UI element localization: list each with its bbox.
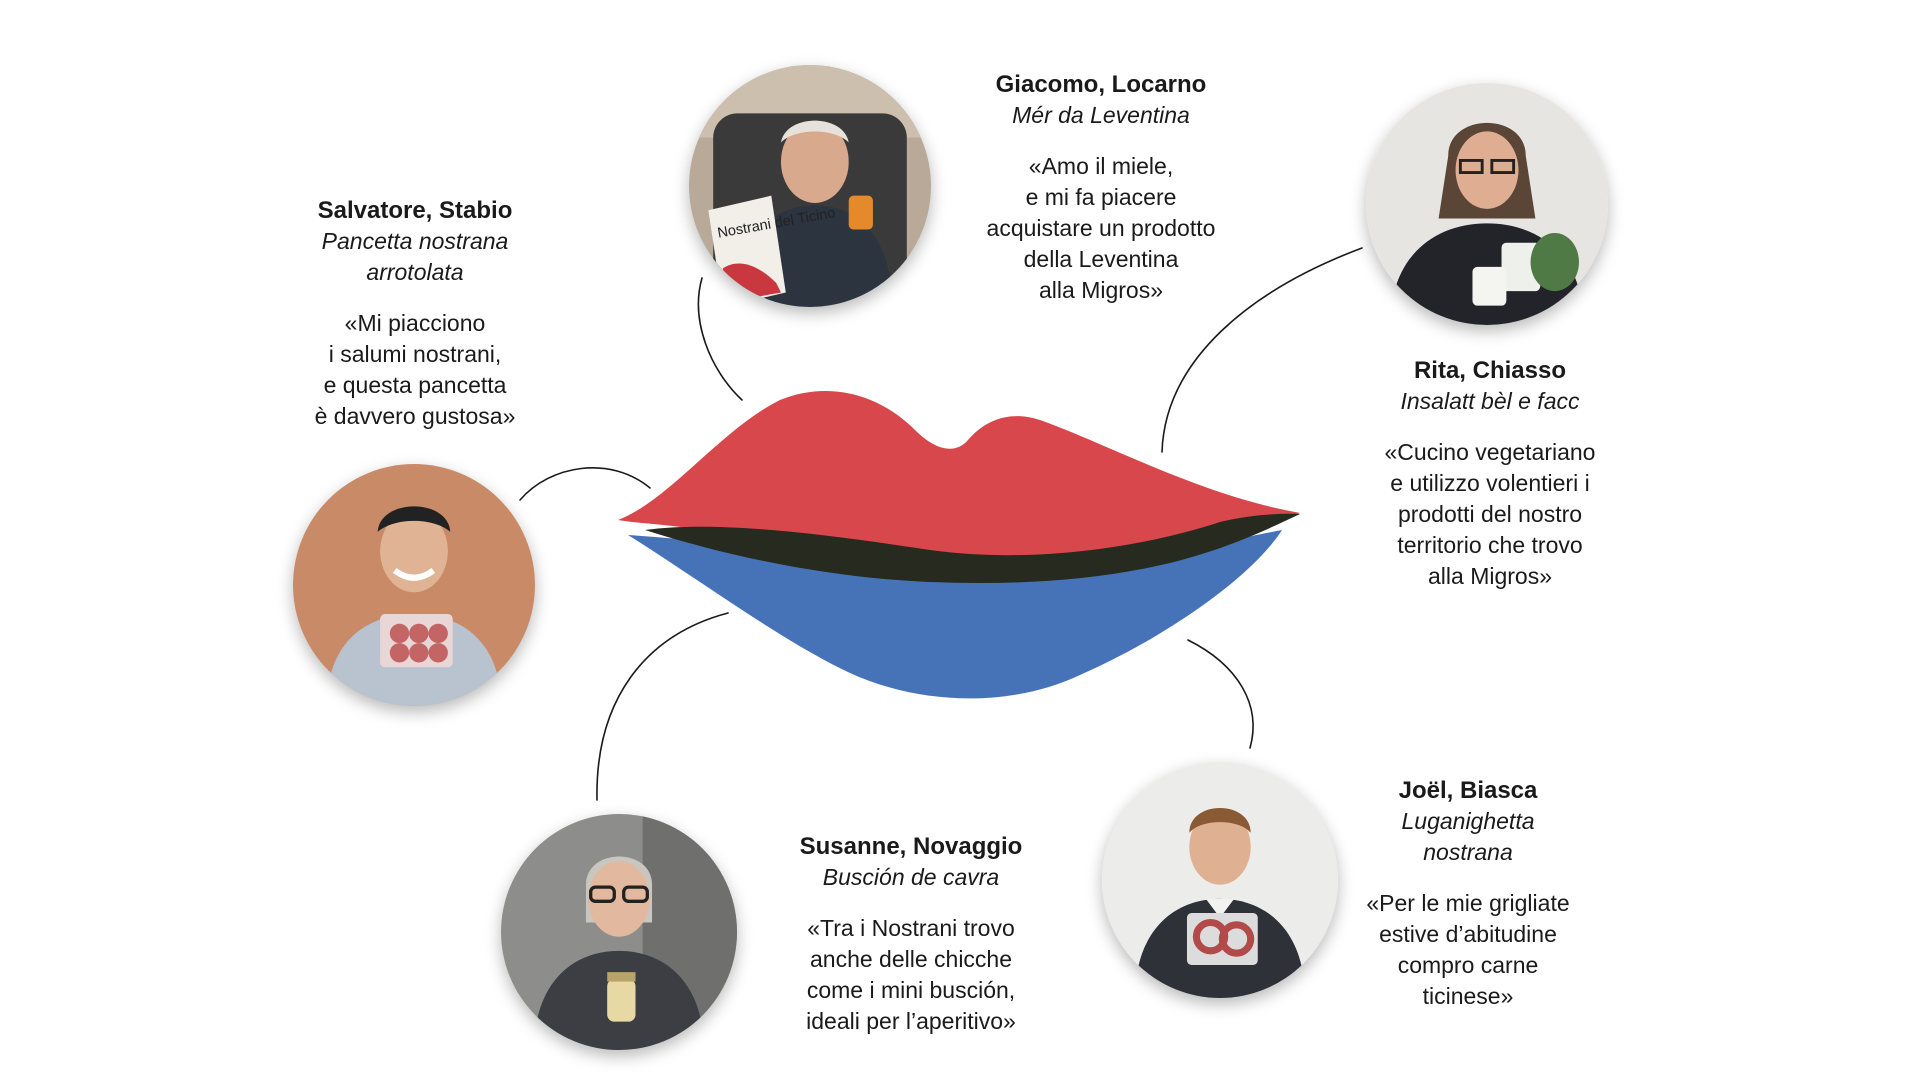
- lips-icon: [618, 391, 1300, 699]
- product-joel: Luganighetta nostrana: [1401, 808, 1535, 865]
- quote-joel: «Per le mie grigliate estive d’abitudine…: [1366, 890, 1570, 1009]
- product-rita: Insalatt bèl e facc: [1400, 388, 1580, 414]
- name-giacomo: Giacomo, Locarno: [995, 71, 1207, 98]
- photo-rita: [1366, 83, 1608, 325]
- photo-susanne: [501, 814, 737, 1050]
- name-salvatore: Salvatore, Stabio: [317, 197, 513, 224]
- upper-lip: [618, 391, 1300, 573]
- connector-joel: [1187, 639, 1254, 749]
- quote-salvatore: «Mi piacciono i salumi nostrani, e quest…: [314, 310, 516, 429]
- info-giacomo: Giacomo, Locarno Mér da Leventina «Amo i…: [936, 70, 1266, 306]
- name-rita: Rita, Chiasso: [1413, 357, 1567, 384]
- connector-susanne: [596, 612, 729, 801]
- photo-giacomo: Nostrani del Ticino: [689, 65, 931, 307]
- quote-susanne: «Tra i Nostrani trovo anche delle chicch…: [806, 915, 1016, 1034]
- product-salvatore: Pancetta nostrana arrotolata: [321, 228, 509, 285]
- connector-rita: [1161, 247, 1363, 453]
- photo-joel: [1102, 762, 1338, 998]
- quote-giacomo: «Amo il miele, e mi fa piacere acquistar…: [986, 153, 1216, 303]
- info-susanne: Susanne, Novaggio Busción de cavra «Tra …: [746, 832, 1076, 1037]
- name-joel: Joël, Biasca: [1398, 777, 1538, 804]
- lip-line: [645, 513, 1300, 584]
- name-susanne: Susanne, Novaggio: [799, 833, 1023, 860]
- info-joel: Joël, Biasca Luganighetta nostrana «Per …: [1318, 776, 1618, 1012]
- quote-rita: «Cucino vegetariano e utilizzo volentier…: [1384, 439, 1596, 589]
- product-susanne: Busción de cavra: [822, 864, 1000, 890]
- photo-salvatore: [293, 464, 535, 706]
- connector-giacomo: [697, 277, 743, 401]
- info-rita: Rita, Chiasso Insalatt bèl e facc «Cucin…: [1340, 356, 1640, 592]
- product-giacomo: Mér da Leventina: [1012, 102, 1190, 128]
- connector-salvatore: [519, 467, 651, 501]
- info-salvatore: Salvatore, Stabio Pancetta nostrana arro…: [260, 196, 570, 432]
